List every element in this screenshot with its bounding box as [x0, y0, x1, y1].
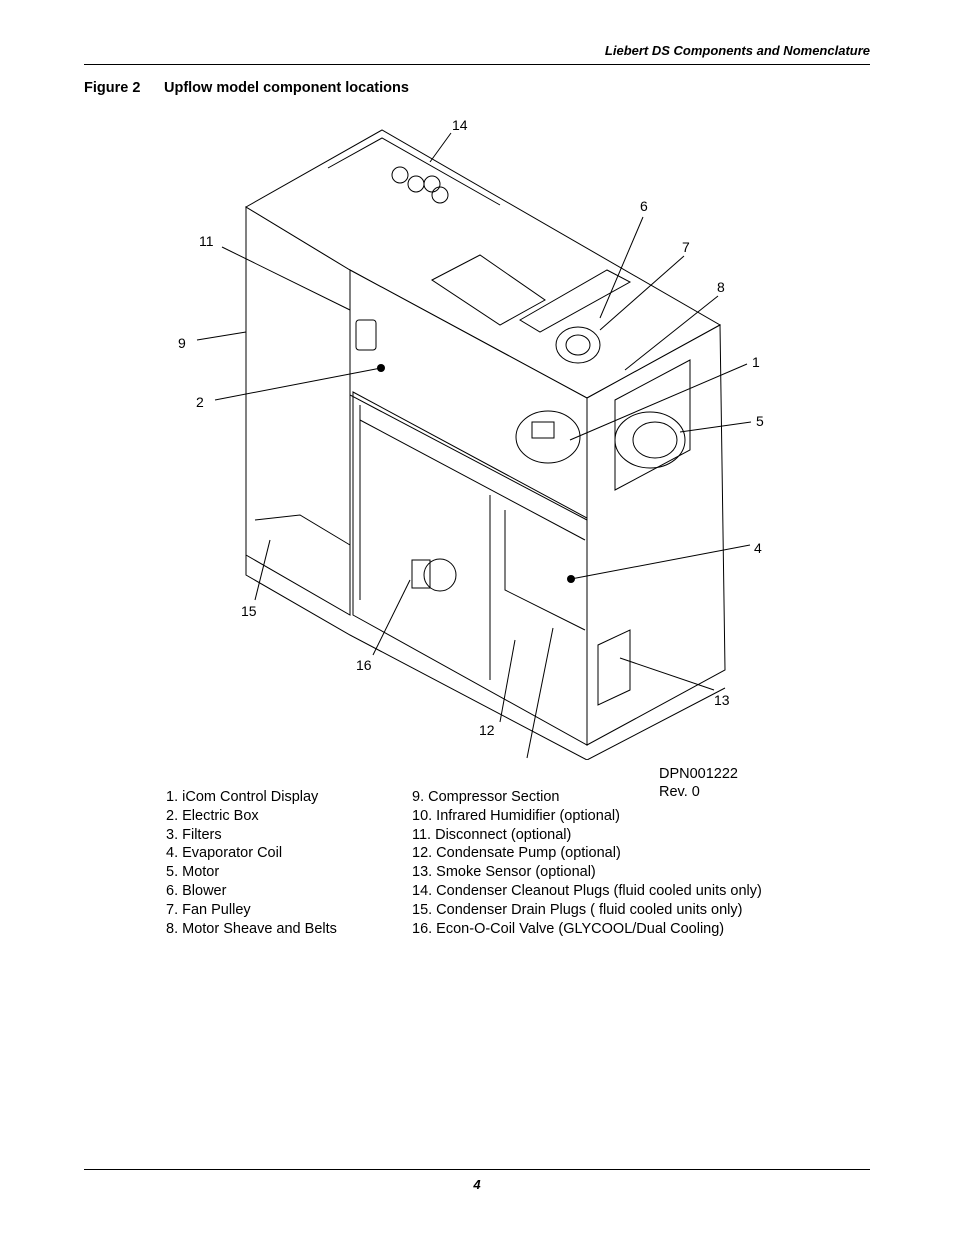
- unit-illustration: 14 6 11 7 8 9 1 2 5 4 15 16 13 12 10: [178, 117, 764, 760]
- callout-8: 8: [717, 279, 725, 295]
- legend-left-column: 1. iCom Control Display 2. Electric Box …: [166, 788, 337, 938]
- callout-14: 14: [452, 117, 468, 133]
- callout-1: 1: [752, 354, 760, 370]
- callout-12: 12: [479, 722, 495, 738]
- legend-item: 5. Motor: [166, 864, 220, 881]
- callout-7: 7: [682, 239, 690, 255]
- leader-lines: [196, 132, 752, 759]
- legend-item: 8. Motor Sheave and Belts: [166, 920, 337, 937]
- legend-item: 11. Disconnect (optional): [412, 826, 572, 843]
- callout-9: 9: [178, 335, 186, 351]
- legend-item: 16. Econ-O-Coil Valve (GLYCOOL/Dual Cool…: [412, 920, 725, 937]
- footer-rule: [84, 1169, 870, 1170]
- drawing-reference: DPN001222 Rev. 0: [659, 765, 738, 801]
- dpn-number: DPN001222: [659, 766, 738, 782]
- revision-label: Rev. 0: [659, 784, 700, 800]
- callout-2: 2: [196, 394, 204, 410]
- page-number: 4: [473, 1177, 481, 1192]
- running-header: Liebert DS Components and Nomenclature: [604, 43, 870, 58]
- legend-item: 4. Evaporator Coil: [166, 845, 283, 862]
- legend-right-column: 9. Compressor Section 10. Infrared Humid…: [412, 788, 762, 938]
- callout-16: 16: [356, 657, 372, 673]
- callout-13: 13: [714, 692, 730, 708]
- legend-item: 14. Condenser Cleanout Plugs (fluid cool…: [412, 882, 762, 899]
- figure-title: Upflow model component locations: [164, 80, 409, 96]
- legend-item: 9. Compressor Section: [412, 789, 560, 805]
- legend-item: 6. Blower: [166, 882, 227, 899]
- legend-item: 2. Electric Box: [166, 807, 259, 824]
- cabinet-outline: [245, 129, 726, 760]
- legend-item: 3. Filters: [166, 826, 222, 843]
- legend-item: 13. Smoke Sensor (optional): [412, 864, 596, 881]
- header-rule: [84, 64, 870, 65]
- legend-item: 7. Fan Pulley: [166, 901, 251, 918]
- legend-item: 12. Condensate Pump (optional): [412, 845, 621, 862]
- legend-item: 1. iCom Control Display: [166, 789, 319, 805]
- figure-caption: Figure 2 Upflow model component locations: [84, 80, 409, 96]
- callout-4: 4: [754, 540, 762, 556]
- callout-5: 5: [756, 413, 764, 429]
- callout-15: 15: [241, 603, 257, 619]
- callout-11: 11: [199, 233, 214, 249]
- figure-number: Figure 2: [84, 80, 141, 96]
- callout-6: 6: [640, 198, 648, 214]
- legend-item: 10. Infrared Humidifier (optional): [412, 807, 620, 824]
- legend-item: 15. Condenser Drain Plugs ( fluid cooled…: [412, 901, 743, 918]
